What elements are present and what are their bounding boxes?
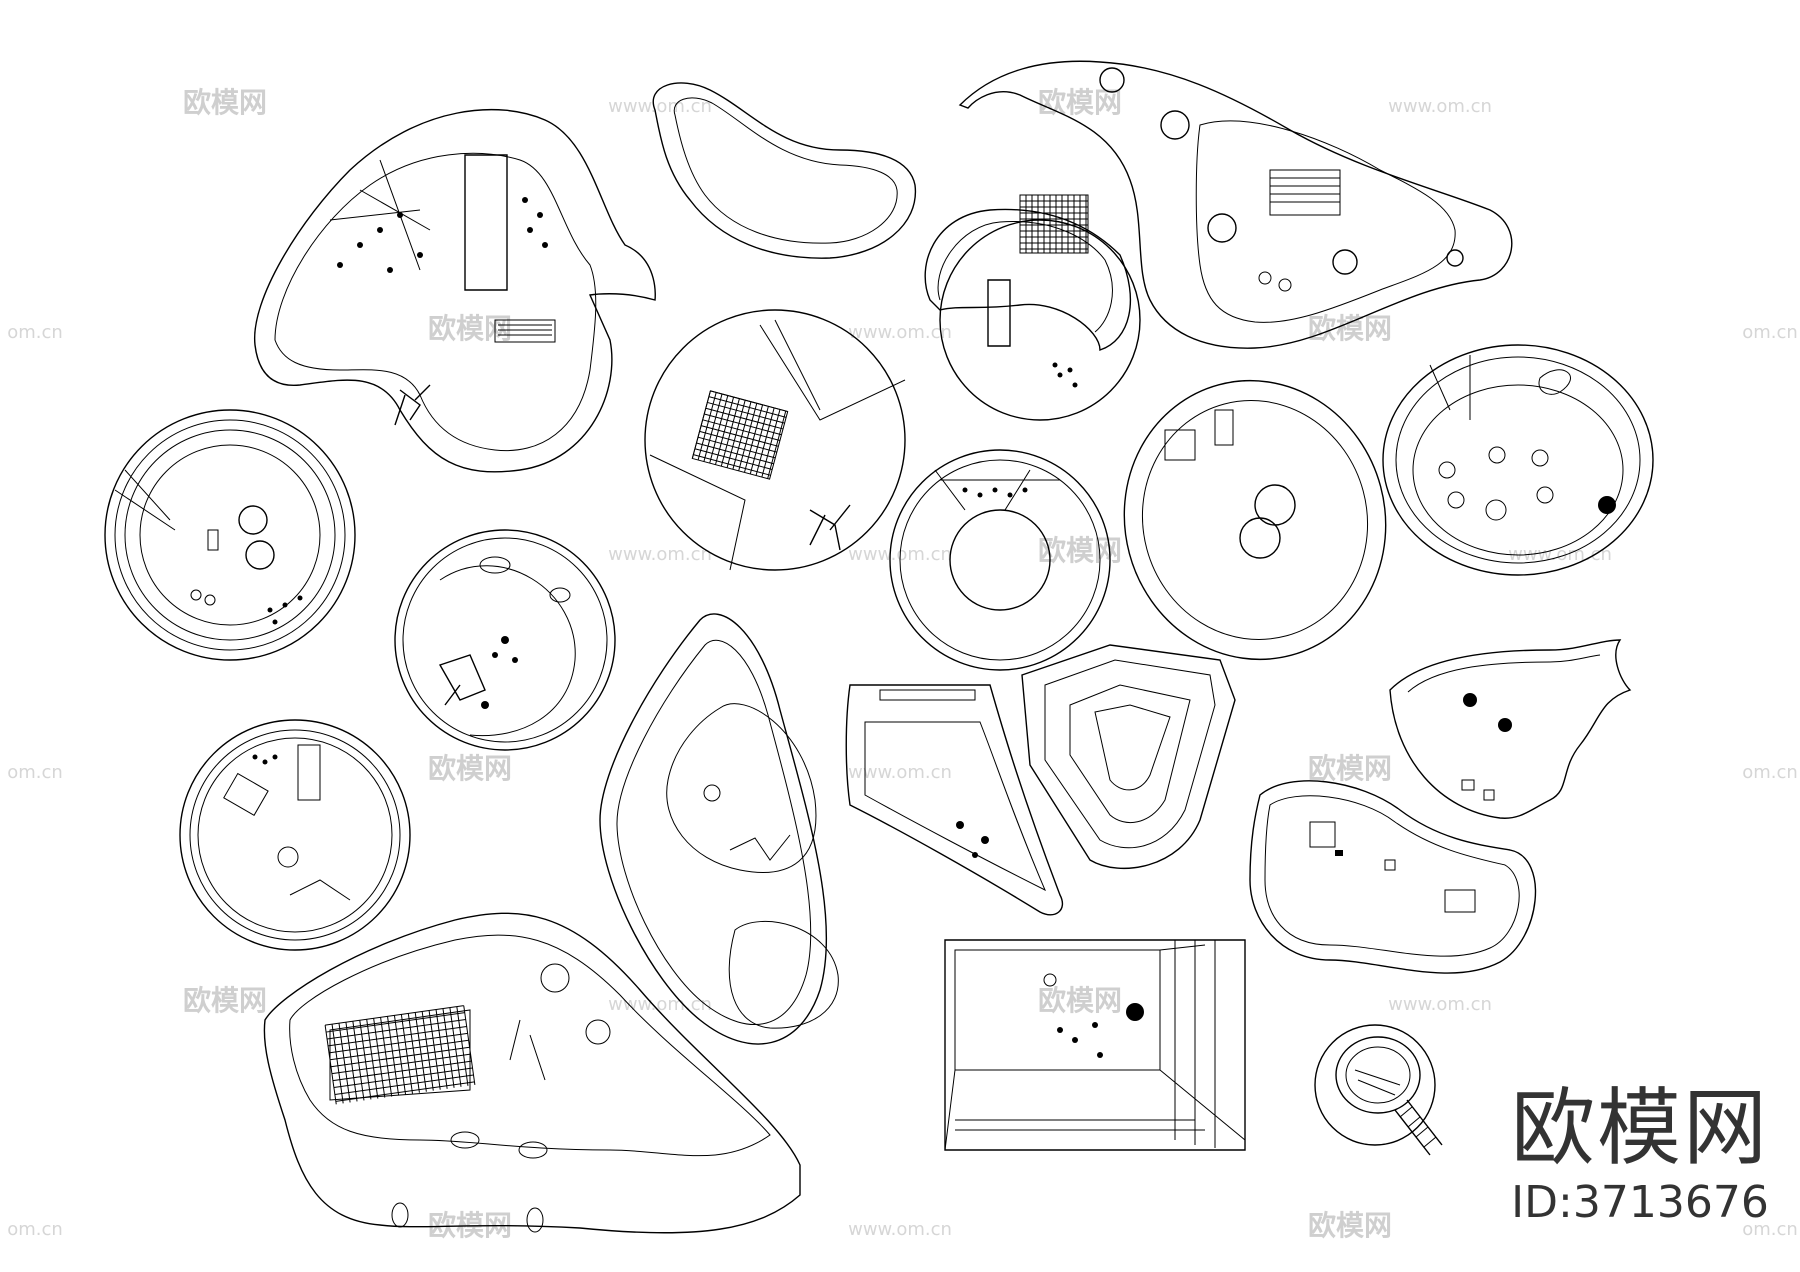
playground-unit-small-round [1315,1025,1442,1155]
stamp-id-label: ID:3713676 [1511,1177,1769,1228]
playground-unit-rectangle [945,940,1245,1150]
playground-unit-donut [890,450,1110,670]
watermark-url-text: www.om.cn [848,1219,952,1240]
watermark-brand-text: 欧模网 [1038,984,1122,1017]
playground-unit-right-capsule [1383,345,1653,575]
watermark-url-text: www.om.cn [1388,96,1492,117]
watermark-url-text: www.om.cn [1388,994,1492,1015]
watermark-brand-text: 欧模网 [1308,752,1392,785]
watermark-url-partial-text: om.cn [1742,762,1798,783]
watermark-brand-text: 欧模网 [1308,1209,1392,1242]
playground-unit-tall-triangle [600,614,838,1044]
playground-unit-lower-left-circle [180,720,410,950]
playground-unit-left-concentric [105,410,355,660]
playground-unit-large-circle [645,310,905,570]
playground-unit-spiky-shell [1390,640,1630,818]
watermark-stamp: 欧模网 ID:3713676 [1510,1080,1770,1230]
watermark-url-partial-text: om.cn [7,762,63,783]
watermark-url-partial-text: om.cn [1742,322,1798,343]
stamp-brand-name: 欧模网 [1510,1079,1769,1177]
playground-unit-long-curved [960,61,1512,348]
playground-unit-kidney-top [653,83,915,258]
watermark-brand-text: 欧模网 [183,86,267,119]
watermark-url-text: www.om.cn [848,322,952,343]
playground-unit-trapezoid [846,685,1062,915]
watermark-url-text: www.om.cn [608,96,712,117]
watermark-url-partial-text: om.cn [7,1219,63,1240]
watermark-url-partial-text: om.cn [1742,1219,1798,1240]
playground-unit-angular-slab [264,913,800,1233]
watermark-url-text: www.om.cn [848,762,952,783]
watermark-brand-text: 欧模网 [1038,86,1122,119]
watermark-url-text: www.om.cn [608,544,712,565]
playground-unit-shell-circle [395,530,615,750]
watermark-url-partial-text: om.cn [7,322,63,343]
playground-unit-pentagon [1022,645,1235,868]
playground-unit-egg-oval [1093,351,1417,689]
playground-unit-kidney-bottom [1250,781,1535,973]
watermark-brand-text: 欧模网 [428,312,512,345]
playground-unit-teardrop [255,110,656,472]
playground-unit-net-circle [925,195,1140,420]
watermark-layer: 欧模网欧模网欧模网欧模网欧模网欧模网欧模网欧模网欧模网欧模网欧模网 www.om… [7,86,1798,1242]
watermark-brand-text: 欧模网 [183,984,267,1017]
watermark-brand-text: 欧模网 [1308,312,1392,345]
watermark-brand-text: 欧模网 [428,752,512,785]
